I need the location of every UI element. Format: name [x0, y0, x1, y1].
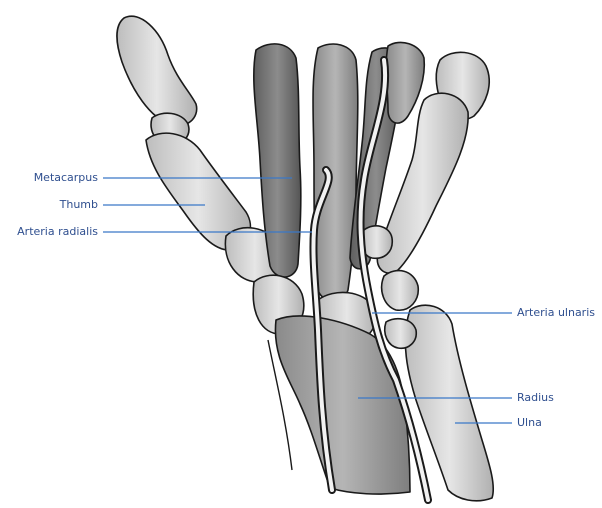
label-thumb: Thumb — [10, 198, 98, 211]
ulna-styloid — [385, 319, 417, 349]
label-ulna: Ulna — [517, 416, 542, 429]
ring-finger-tip — [386, 42, 424, 123]
label-radius: Radius — [517, 391, 554, 404]
label-metacarpus: Metacarpus — [10, 171, 98, 184]
label-arteria-radialis: Arteria radialis — [4, 225, 98, 238]
bones-group — [117, 16, 493, 501]
thumb-distal-phalanx — [117, 16, 197, 125]
carpal-bone-pisiform — [382, 271, 419, 311]
label-arteria-ulnaris: Arteria ulnaris — [517, 306, 595, 319]
